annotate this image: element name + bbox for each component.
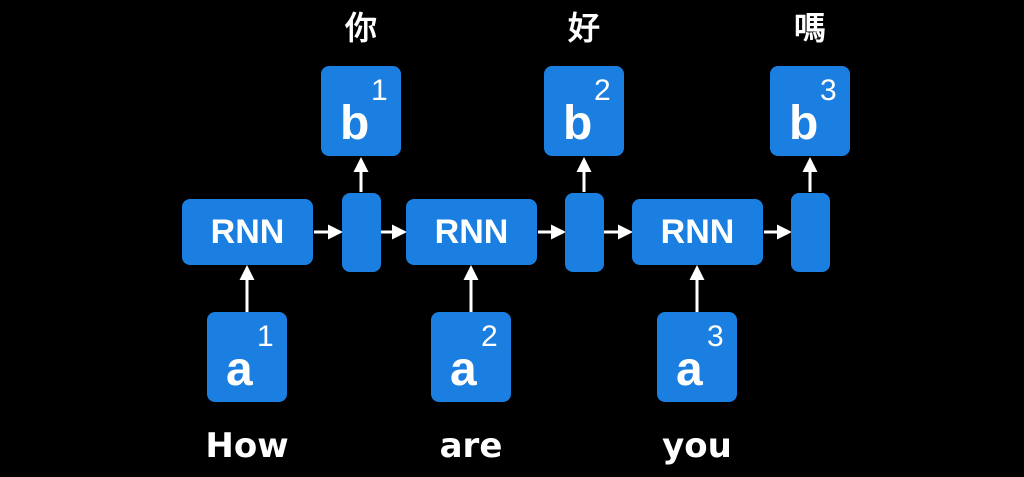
input-vector-2: a 2 bbox=[431, 312, 511, 402]
output-symbol: b bbox=[789, 97, 819, 150]
output-word-1: 你 bbox=[344, 9, 377, 47]
input-symbol: a bbox=[226, 343, 253, 396]
hidden-state-3 bbox=[791, 193, 830, 272]
rnn-cell-1: RNN bbox=[182, 199, 313, 265]
output-vector-1: b 1 bbox=[321, 66, 401, 156]
output-word-2: 好 bbox=[567, 9, 600, 47]
input-index: 2 bbox=[481, 320, 498, 353]
output-symbol: b bbox=[563, 97, 593, 150]
rnn-cell-2: RNN bbox=[406, 199, 537, 265]
input-word-1: How bbox=[205, 426, 289, 466]
output-index: 2 bbox=[594, 74, 611, 107]
input-vector-3: a 3 bbox=[657, 312, 737, 402]
input-vector-1: a 1 bbox=[207, 312, 287, 402]
rnn-cell-3: RNN bbox=[632, 199, 763, 265]
output-word-3: 嗎 bbox=[793, 9, 826, 47]
input-index: 1 bbox=[257, 320, 274, 353]
output-vector-2: b 2 bbox=[544, 66, 624, 156]
output-index: 3 bbox=[820, 74, 837, 107]
output-vector-3: b 3 bbox=[770, 66, 850, 156]
hidden-state-1 bbox=[342, 193, 381, 272]
input-word-2: are bbox=[439, 426, 503, 466]
hidden-state-2 bbox=[565, 193, 604, 272]
input-word-3: you bbox=[662, 426, 732, 466]
output-index: 1 bbox=[371, 74, 388, 107]
input-index: 3 bbox=[707, 320, 724, 353]
input-symbol: a bbox=[450, 343, 477, 396]
input-symbol: a bbox=[676, 343, 703, 396]
output-symbol: b bbox=[340, 97, 370, 150]
